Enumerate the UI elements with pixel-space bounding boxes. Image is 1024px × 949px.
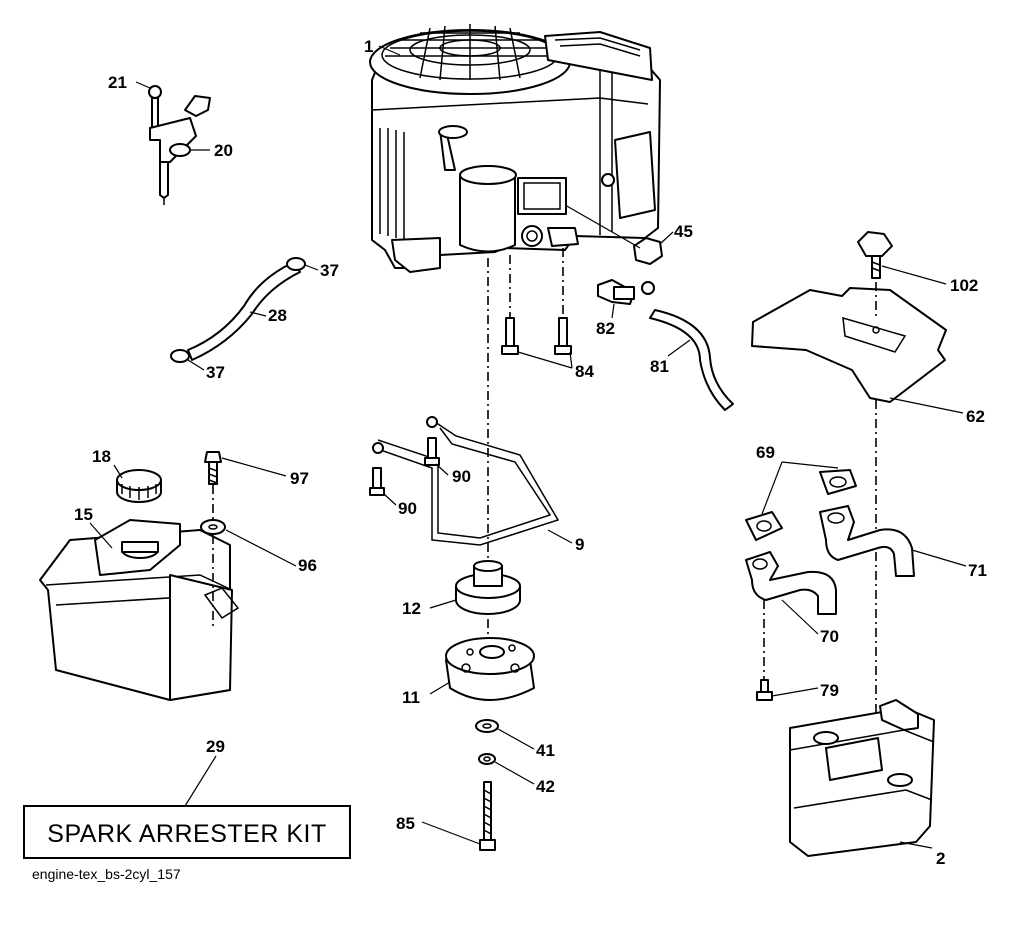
callout-hose-clamp-upper: 37 xyxy=(320,261,339,280)
callout-spark-arrester: 29 xyxy=(206,737,225,756)
guide-bolt-upper xyxy=(424,437,440,466)
clutch-bolt xyxy=(479,781,496,851)
callout-engine: 1 xyxy=(364,37,373,56)
callout-fuel-hose: 28 xyxy=(268,306,287,325)
callout-oil-filter: 45 xyxy=(674,222,693,241)
callout-muffler: 2 xyxy=(936,849,945,868)
callout-washer-42: 42 xyxy=(536,777,555,796)
shield-knob xyxy=(857,231,893,279)
callout-hose-clamp-lower: 37 xyxy=(206,363,225,382)
pto-clutch xyxy=(445,637,535,701)
drain-hose xyxy=(649,309,734,411)
callout-drain-hose: 81 xyxy=(650,357,669,376)
callouts: 1 2 9 11 12 15 18 20 21 28 29 37 37 41 4… xyxy=(74,37,987,868)
engine-bolts xyxy=(501,317,572,355)
spark-arrester-kit-label: SPARK ARRESTER KIT xyxy=(47,820,326,848)
callout-fuel-tank: 15 xyxy=(74,505,93,524)
muffler-shield xyxy=(751,287,947,403)
callout-drain-valve: 82 xyxy=(596,319,615,338)
callout-exhaust-pipe-right: 71 xyxy=(968,561,987,580)
callout-guide-bolt-lower: 90 xyxy=(398,499,417,518)
callout-tank-bolt: 97 xyxy=(290,469,309,488)
callout-exhaust-pipe-left: 70 xyxy=(820,627,839,646)
tank-bolt xyxy=(204,451,222,485)
exhaust-pipe-left xyxy=(745,551,837,615)
spark-arrester-kit-box: SPARK ARRESTER KIT xyxy=(23,805,351,859)
fuel-cap xyxy=(116,469,162,503)
callout-clutch-bolt: 85 xyxy=(396,814,415,833)
drain-valve xyxy=(597,279,655,305)
callout-fuel-cap: 18 xyxy=(92,447,111,466)
callout-pipe-screw: 79 xyxy=(820,681,839,700)
throttle-control xyxy=(148,85,211,205)
callout-throttle-control: 20 xyxy=(214,141,233,160)
callout-washer-41: 41 xyxy=(536,741,555,760)
fuel-hose xyxy=(187,261,301,361)
engine xyxy=(369,24,661,273)
callout-belt-guide: 9 xyxy=(575,535,584,554)
pulley xyxy=(455,560,521,615)
hose-clamp-lower xyxy=(170,349,190,363)
exhaust-pipe-right xyxy=(819,505,915,577)
guide-bolt-lower xyxy=(369,467,385,496)
diagram-id: engine-tex_bs-2cyl_157 xyxy=(32,866,181,882)
callout-engine-bolts: 84 xyxy=(575,362,594,381)
hose-clamp-upper xyxy=(286,257,306,271)
leader-lines xyxy=(89,45,967,849)
muffler xyxy=(789,699,935,857)
callout-pto-clutch: 11 xyxy=(402,688,420,707)
tank-washer xyxy=(200,519,226,535)
oil-filter xyxy=(564,204,663,265)
pipe-screw xyxy=(756,679,773,701)
washer-42 xyxy=(478,753,496,765)
callout-control-screw: 21 xyxy=(108,73,127,92)
callout-tank-washer: 96 xyxy=(298,556,317,575)
callout-pulley: 12 xyxy=(402,599,421,618)
gaskets xyxy=(745,469,857,541)
callout-shield-knob: 102 xyxy=(950,276,978,295)
callout-gaskets: 69 xyxy=(756,443,775,462)
callout-guide-bolt-upper: 90 xyxy=(452,467,471,486)
washer-41 xyxy=(475,719,499,733)
belt-guide xyxy=(371,416,560,546)
callout-muffler-shield: 62 xyxy=(966,407,985,426)
fuel-tank xyxy=(39,519,240,701)
